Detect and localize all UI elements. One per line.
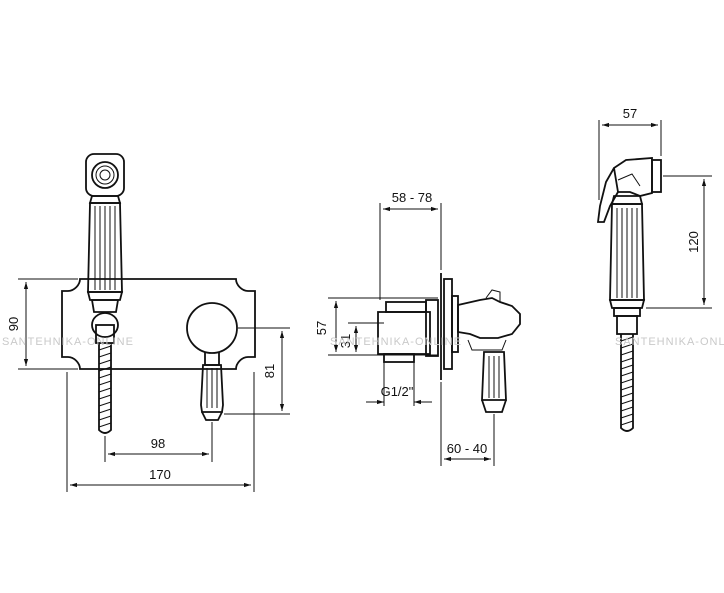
dim-label-90: 90 xyxy=(6,317,21,331)
handshower-head xyxy=(613,157,653,197)
side-dim-31 xyxy=(348,322,384,356)
watermark-mid: SANTEHNIKA-ONLINE xyxy=(330,336,462,348)
dim-label-hs-57: 57 xyxy=(623,106,637,121)
dim-label-57: 57 xyxy=(314,321,329,335)
front-wall-plate xyxy=(61,278,256,370)
side-wall-plate xyxy=(443,278,453,370)
watermark-left: SANTEHNIKA-ONLINE xyxy=(2,336,134,348)
dim-label-98: 98 xyxy=(151,436,165,451)
dim-label-60-40: 60 - 40 xyxy=(447,441,487,456)
front-handle-knob xyxy=(186,302,238,354)
front-handle-lever xyxy=(200,364,224,421)
side-dim-thread xyxy=(366,362,432,406)
handshower-trigger xyxy=(596,167,619,223)
side-dim-58-78 xyxy=(379,203,442,300)
handshower-side-view: 57 120 xyxy=(596,106,712,432)
side-holder xyxy=(457,297,521,339)
side-view: 58 - 78 57 31 G1/2" 60 - 40 xyxy=(314,190,521,466)
front-handshower xyxy=(85,153,125,434)
hs-dim-120 xyxy=(646,175,712,309)
dim-label-120: 120 xyxy=(686,231,701,253)
front-view: 90 81 98 170 xyxy=(6,153,290,492)
side-dim-60-40 xyxy=(440,382,495,466)
front-dim-170 xyxy=(66,372,255,492)
front-handle-neck xyxy=(204,352,220,366)
dim-label-170: 170 xyxy=(149,467,171,482)
dim-label-31: 31 xyxy=(338,334,353,348)
dim-label-81: 81 xyxy=(262,364,277,378)
front-dim-98 xyxy=(104,422,213,462)
front-dim-81 xyxy=(224,327,290,415)
side-lever xyxy=(481,351,507,413)
front-dim-90 xyxy=(18,278,78,370)
dim-label-thread: G1/2" xyxy=(381,384,414,399)
hs-dim-57 xyxy=(598,120,662,200)
dim-label-58-78: 58 - 78 xyxy=(392,190,432,205)
watermark-right: SANTEHNIKA-ONLINE xyxy=(615,336,724,348)
